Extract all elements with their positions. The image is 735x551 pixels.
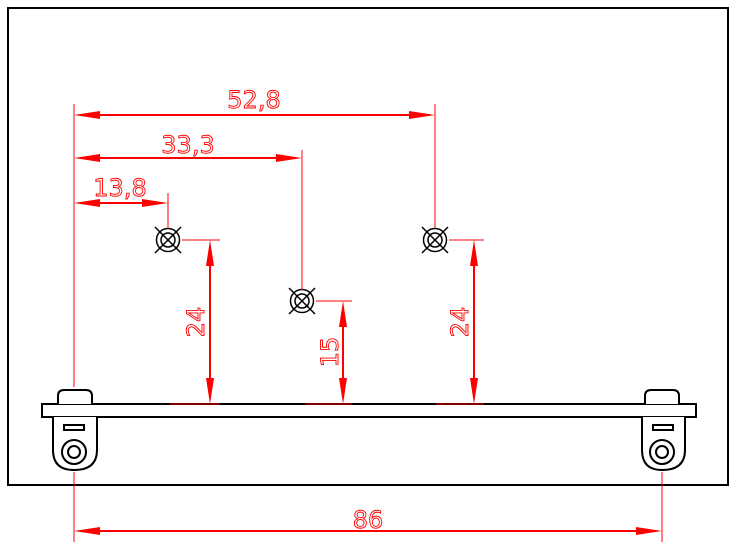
dimension-text-right-24: 24 — [446, 307, 474, 338]
dimension-text-86: 86 — [353, 506, 384, 534]
panel-frame — [7, 7, 729, 486]
dimension-text-left-24: 24 — [182, 307, 210, 338]
dimension-86: 86 — [74, 506, 662, 535]
crossed-circle-icon — [288, 287, 316, 315]
dimension-left-24: 24 — [182, 240, 214, 404]
crossed-circle-icon — [154, 226, 182, 254]
mounting-bar — [41, 403, 697, 418]
dimension-center-15: 15 — [316, 301, 347, 404]
extension-lines — [73, 104, 663, 542]
right-clamp — [641, 389, 686, 472]
dimension-right-24: 24 — [446, 240, 478, 404]
dimension-33-3: 33,3 — [74, 131, 302, 162]
dimension-text-33-3: 33,3 — [161, 131, 214, 159]
dimension-text-52-8: 52,8 — [227, 86, 280, 114]
dimension-52-8: 52,8 — [74, 86, 435, 119]
dimension-13-8: 13,8 — [74, 174, 168, 207]
crossed-circle-icon — [421, 226, 449, 254]
left-clamp — [52, 389, 98, 472]
dimension-text-13-8: 13,8 — [93, 174, 146, 202]
dimension-text-center-15: 15 — [316, 337, 344, 368]
